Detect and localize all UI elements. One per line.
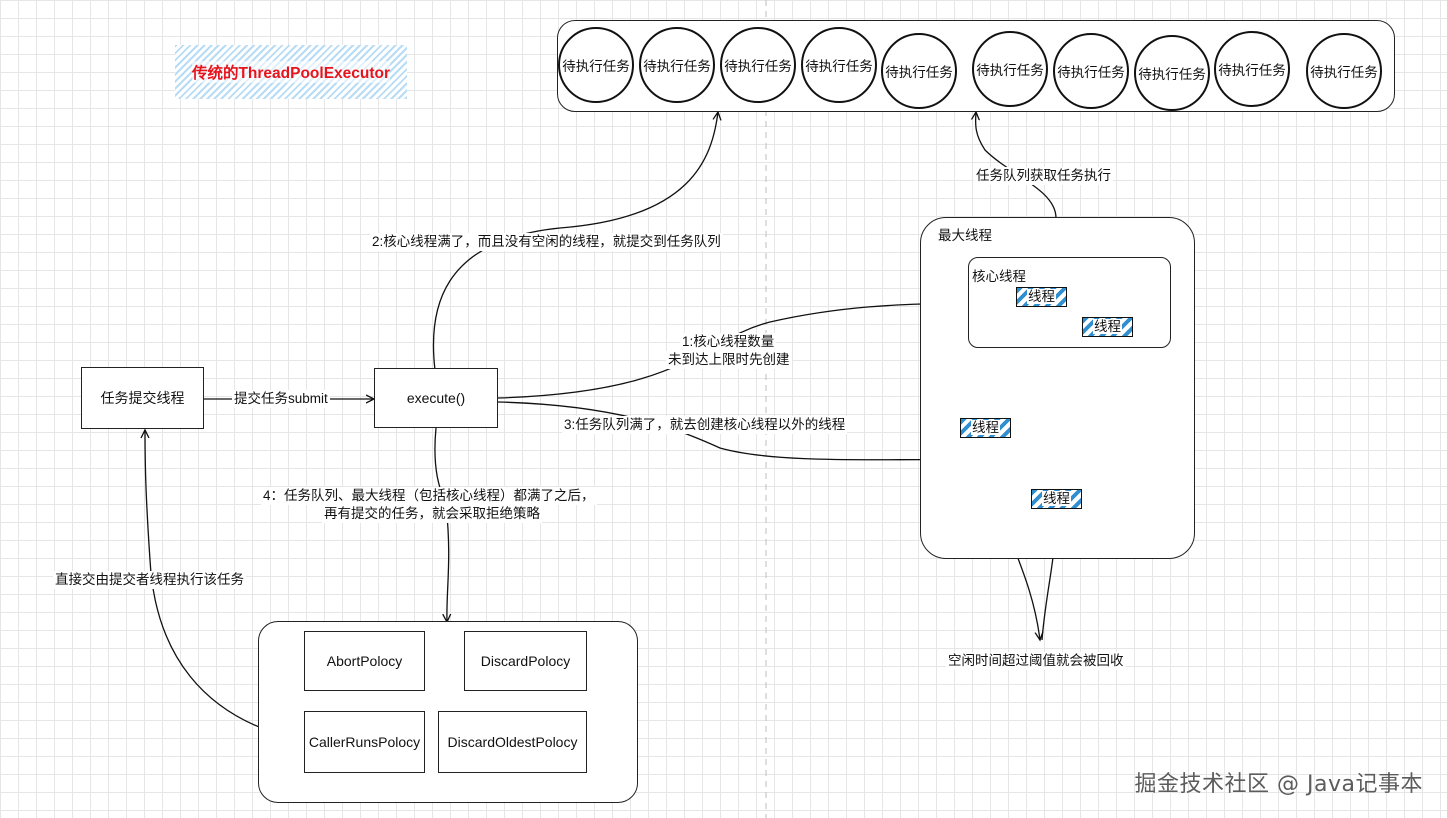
core-thread-pool	[968, 257, 1171, 348]
submit-label: 提交任务submit	[232, 390, 330, 408]
max-thread-label: 最大线程	[938, 228, 992, 243]
fetch-label: 任务队列获取任务执行	[974, 167, 1113, 185]
submitter-thread-label: 任务提交线程	[100, 390, 185, 406]
discard-oldest-policy-label: DiscardOldestPolocy	[447, 734, 578, 750]
non-core-thread: 线程	[1031, 489, 1082, 509]
step3-label: 3:任务队列满了，就去创建核心线程以外的线程	[562, 416, 848, 434]
queue-task: 待执行任务	[881, 33, 957, 109]
queue-task: 待执行任务	[1214, 31, 1290, 107]
watermark: 掘金技术社区 @ Java记事本	[1134, 772, 1423, 797]
reclaim-label: 空闲时间超过阈值就会被回收	[946, 652, 1126, 670]
core-thread: 线程	[1016, 287, 1067, 307]
diagram-title-text: 传统的ThreadPoolExecutor	[191, 61, 391, 83]
queue-task: 待执行任务	[1134, 35, 1210, 111]
submitter-thread-box: 任务提交线程	[81, 367, 204, 429]
queue-task: 待执行任务	[720, 27, 796, 103]
queue-task: 待执行任务	[558, 27, 634, 103]
queue-task: 待执行任务	[801, 27, 877, 103]
step2-arrow	[432, 112, 718, 371]
step1-label-line1: 1:核心线程数量	[680, 333, 777, 351]
non-core-thread: 线程	[960, 418, 1011, 438]
fetch-arrow	[976, 112, 1057, 219]
step3-arrow	[497, 401, 958, 460]
execute-label: execute()	[406, 390, 466, 406]
step4-arrow	[434, 427, 449, 622]
step4-label-line2: 再有提交的任务，就会采取拒绝策略	[322, 505, 542, 523]
discard-oldest-policy-box: DiscardOldestPolocy	[438, 711, 587, 773]
abort-policy-box: AbortPolocy	[304, 631, 425, 691]
abort-policy-label: AbortPolocy	[326, 653, 403, 669]
step1-label-line2: 未到达上限时先创建	[666, 351, 792, 369]
discard-policy-box: DiscardPolocy	[464, 631, 587, 691]
core-thread: 线程	[1082, 317, 1133, 337]
diagram-title: 传统的ThreadPoolExecutor	[175, 45, 407, 99]
caller-runs-policy-label: CallerRunsPolocy	[308, 734, 421, 750]
queue-task: 待执行任务	[639, 27, 715, 103]
step4-label-line1: 4：任务队列、最大线程（包括核心线程）都满了之后，	[261, 487, 597, 505]
queue-task: 待执行任务	[972, 31, 1048, 107]
execute-box: execute()	[374, 368, 498, 428]
queue-task: 待执行任务	[1306, 33, 1382, 109]
caller-runs-label: 直接交由提交者线程执行该任务	[53, 571, 246, 589]
step1-arrow	[497, 303, 962, 399]
step2-label: 2:核心线程满了，而且没有空闲的线程，就提交到任务队列	[370, 233, 723, 251]
core-thread-label: 核心线程	[972, 269, 1026, 284]
caller-runs-policy-box: CallerRunsPolocy	[304, 711, 425, 773]
discard-policy-label: DiscardPolocy	[480, 653, 571, 669]
queue-task: 待执行任务	[1053, 33, 1129, 109]
